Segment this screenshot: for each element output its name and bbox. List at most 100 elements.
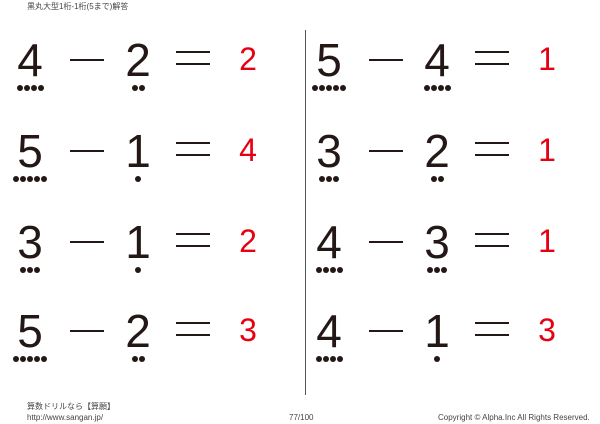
subtrahend: 3 <box>424 216 450 268</box>
dot-group <box>118 176 158 183</box>
dot <box>13 356 19 362</box>
subtrahend: 2 <box>125 34 151 86</box>
dot <box>138 85 145 91</box>
dot <box>322 267 329 273</box>
dot <box>27 356 33 362</box>
minuend: 3 <box>316 125 342 177</box>
equals-sign <box>475 51 509 65</box>
dot-group <box>10 85 50 92</box>
dot <box>27 267 33 273</box>
dot <box>437 176 444 182</box>
minus-sign <box>70 59 104 61</box>
dot-group <box>10 176 50 183</box>
dot <box>138 356 145 362</box>
equals-sign <box>176 233 210 247</box>
subtrahend: 4 <box>424 34 450 86</box>
dot <box>315 267 322 273</box>
dot <box>20 176 26 182</box>
dot-group <box>309 267 349 274</box>
dot-group <box>10 267 50 274</box>
equals-sign <box>176 142 210 156</box>
minuend: 4 <box>316 216 342 268</box>
dot <box>319 85 325 91</box>
problem: 3 1 2 <box>8 217 298 297</box>
dot <box>41 356 47 362</box>
problem: 4 3 1 <box>307 217 597 297</box>
minuend: 5 <box>17 125 43 177</box>
dot <box>319 176 325 182</box>
dot <box>13 176 19 182</box>
minus-sign <box>70 241 104 243</box>
page-number: 77/100 <box>289 413 314 422</box>
minuend: 3 <box>17 216 43 268</box>
answer: 3 <box>239 312 257 348</box>
dot <box>430 85 437 91</box>
dot <box>322 356 329 362</box>
dot <box>437 85 444 91</box>
subtrahend: 2 <box>125 305 151 357</box>
minuend: 5 <box>17 305 43 357</box>
dot <box>20 267 26 273</box>
equals-sign <box>475 142 509 156</box>
copyright: Copyright © Alpha.Inc All Rights Reserve… <box>438 413 590 422</box>
equals-sign <box>475 233 509 247</box>
dot <box>131 356 138 362</box>
dot <box>30 85 37 91</box>
dot <box>23 85 30 91</box>
problem: 5 2 3 <box>8 306 298 386</box>
dot <box>336 356 343 362</box>
minus-sign <box>70 150 104 152</box>
dot <box>427 267 433 273</box>
dot-group <box>417 85 457 92</box>
answer: 2 <box>239 223 257 259</box>
equals-sign <box>176 51 210 65</box>
subtrahend: 1 <box>125 125 151 177</box>
dot <box>430 176 437 182</box>
minus-sign <box>369 150 403 152</box>
dot-group <box>309 176 349 183</box>
dot-group <box>118 85 158 92</box>
dot <box>37 85 44 91</box>
dot <box>444 85 451 91</box>
dot <box>20 356 26 362</box>
worksheet-title: 黒丸大型1桁-1桁(5まで)解答 <box>27 2 129 11</box>
dot <box>434 267 440 273</box>
dot <box>135 267 141 273</box>
answer: 1 <box>538 41 556 77</box>
answer: 1 <box>538 132 556 168</box>
footer-url[interactable]: http://www.sangan.jp/ <box>27 413 104 422</box>
column-divider <box>305 30 306 395</box>
answer: 1 <box>538 223 556 259</box>
dot <box>329 356 336 362</box>
subtrahend: 2 <box>424 125 450 177</box>
subtrahend: 1 <box>125 216 151 268</box>
dot <box>434 356 440 362</box>
dot <box>135 176 141 182</box>
answer: 4 <box>239 132 257 168</box>
dot <box>16 85 23 91</box>
dot <box>329 267 336 273</box>
dot-group <box>417 176 457 183</box>
equals-sign <box>176 322 210 336</box>
dot-group <box>417 267 457 274</box>
answer: 2 <box>239 41 257 77</box>
answer: 3 <box>538 312 556 348</box>
problem: 5 1 4 <box>8 126 298 206</box>
dot-group <box>118 267 158 274</box>
dot <box>333 176 339 182</box>
problem: 3 2 1 <box>307 126 597 206</box>
dot-group <box>417 356 457 363</box>
minus-sign <box>70 330 104 332</box>
dot <box>441 267 447 273</box>
dot-group <box>309 85 349 92</box>
dot <box>326 176 332 182</box>
dot <box>326 85 332 91</box>
dot-group <box>118 356 158 363</box>
dot <box>333 85 339 91</box>
dot-group <box>10 356 50 363</box>
minuend: 4 <box>316 305 342 357</box>
dot <box>34 356 40 362</box>
